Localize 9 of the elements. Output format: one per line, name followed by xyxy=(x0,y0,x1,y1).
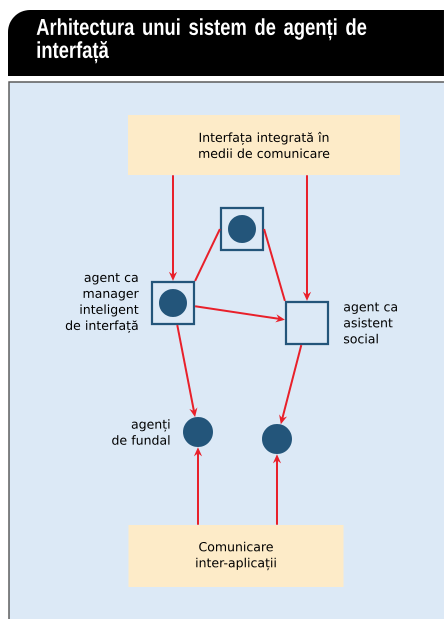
agent-dot xyxy=(228,215,256,243)
node-caption: agent ca manager inteligent de interfață xyxy=(66,273,139,333)
node-caption: agenți de fundal xyxy=(112,419,170,445)
agent-dot xyxy=(159,289,187,317)
node-caption: agent ca asistent social xyxy=(344,302,397,344)
agent-dot xyxy=(262,424,292,454)
title-banner: Arhitectura unui sistem de agenți de interfață xyxy=(8,10,444,76)
text-box: Interfața integrată în medii de comunicare xyxy=(128,115,400,175)
text-box: Comunicare inter-aplicații xyxy=(128,525,344,587)
